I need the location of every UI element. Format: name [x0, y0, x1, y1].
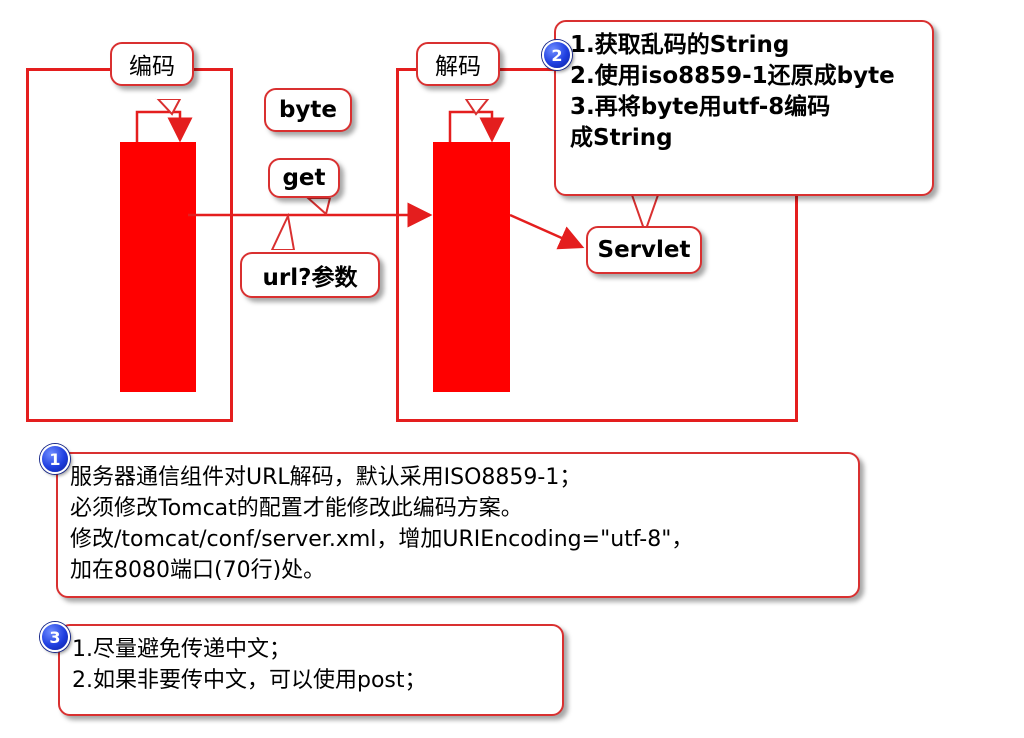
byte-label: byte — [264, 88, 352, 132]
decode-loop-arrow — [448, 110, 505, 143]
note-1-line: 必须修改Tomcat的配置才能修改此编码方案。 — [70, 496, 523, 521]
decode-label: 解码 — [416, 42, 500, 86]
url-params-label: url?参数 — [240, 252, 380, 298]
servlet-arrow — [509, 213, 585, 250]
encode-label: 编码 — [110, 42, 194, 86]
servlet-label: Servlet — [586, 226, 702, 274]
get-label: get — [268, 158, 340, 198]
byte-label-text: byte — [278, 97, 338, 123]
note-1-line: 加在8080端口(70行)处。 — [70, 558, 326, 583]
note-3: 1.尽量避免传递中文； 2.如果非要传中文，可以使用post； — [58, 624, 564, 716]
decode-label-text: 解码 — [435, 54, 481, 80]
note-2-line: 1.获取乱码的String — [570, 32, 790, 58]
note-1-line: 修改/tomcat/conf/server.xml，增加URIEncoding=… — [70, 527, 694, 552]
note-1-badge: 1 — [40, 444, 70, 474]
encode-label-text: 编码 — [129, 54, 175, 80]
servlet-label-text: Servlet — [597, 237, 691, 263]
note-3-line: 2.如果非要传中文，可以使用post； — [72, 668, 427, 693]
note-1: 服务器通信组件对URL解码，默认采用ISO8859-1； 必须修改Tomcat的… — [56, 452, 860, 598]
note-3-badge: 3 — [40, 622, 70, 652]
note-2-line: 3.再将byte用utf-8编码 — [570, 94, 831, 120]
note-1-line: 服务器通信组件对URL解码，默认采用ISO8859-1； — [70, 465, 582, 490]
server-bar — [433, 142, 510, 392]
note-2-badge: 2 — [542, 40, 572, 70]
get-label-text: get — [282, 165, 326, 191]
url-params-label-text: url?参数 — [262, 265, 358, 291]
client-bar — [120, 142, 196, 392]
encode-loop-arrow — [135, 110, 193, 143]
note-2-line: 2.使用iso8859-1还原成byte — [570, 63, 895, 89]
note-2-line: 成String — [570, 125, 673, 151]
note-2: 1.获取乱码的String 2.使用iso8859-1还原成byte 3.再将b… — [554, 20, 934, 196]
note-3-line: 1.尽量避免传递中文； — [72, 637, 291, 662]
